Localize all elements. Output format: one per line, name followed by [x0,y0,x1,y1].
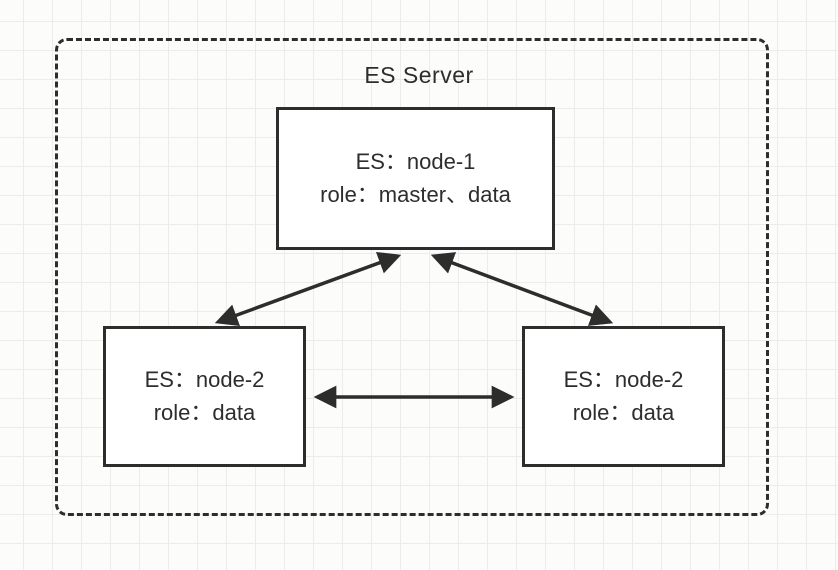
diagram-title: ES Server [364,62,474,88]
node-name-label: ES：node-1 [355,148,476,174]
node-name-label: ES：node-2 [144,366,265,392]
node-role-label: role：data [572,400,675,425]
node-role-label: role：data [153,400,256,425]
node-name-label: ES：node-2 [563,366,684,392]
node-box-es-node-2-left: ES：node-2 role：data [103,326,306,467]
node-box-es-node-2-right: ES：node-2 role：data [522,326,725,467]
node-box-es-node-1: ES：node-1 role：master、data [276,107,555,250]
es-server-cluster-boundary [55,38,769,516]
node-role-label: role：master、data [320,182,511,207]
